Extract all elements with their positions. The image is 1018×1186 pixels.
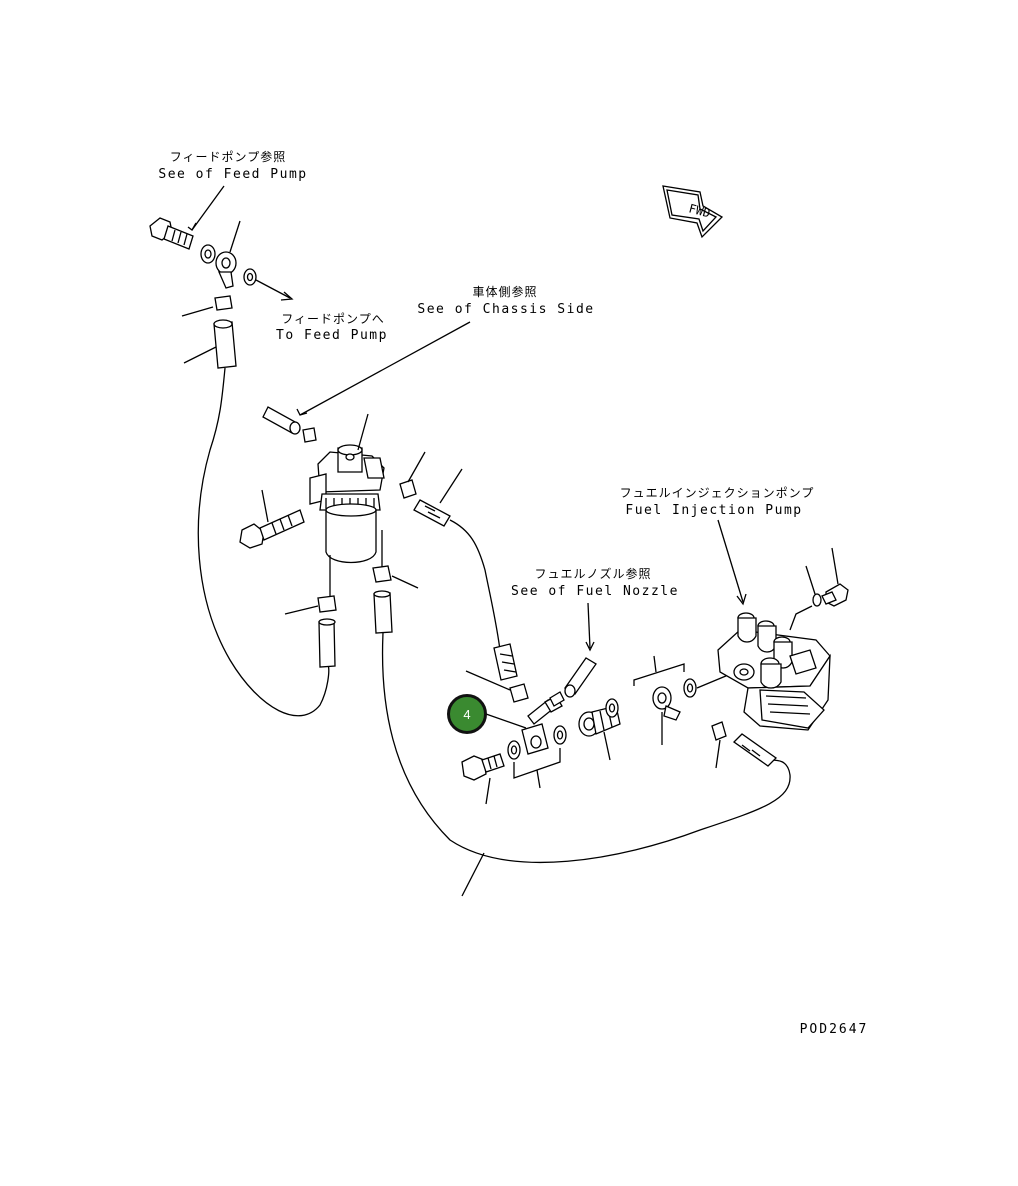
fuel-hose-long [381,632,791,864]
connector-injection-inlet [578,705,621,737]
label-injection-pump-en: Fuel Injection Pump [625,503,803,518]
hose-filter-out [413,499,451,527]
label-fuel-nozzle-jp: フュエルノズル参照 [534,567,652,581]
hose-clamp-left-bottom [317,595,337,613]
hose-top [213,321,237,369]
fwd-arrow-icon: FWD [662,185,724,239]
filter-mount-bolt [239,509,305,549]
hose-clamp-filter-bottom [372,565,392,583]
leader-callout-4 [485,713,527,729]
arrow-to-feed-pump [255,279,291,299]
fuel-injection-pump [717,612,831,731]
bolt-pump-top [821,583,849,607]
hose-clamp-filter-out [399,479,417,499]
hose-pump [732,733,778,767]
banjo-fitting-top [215,251,237,289]
banjo-bolt-nozzle [461,753,505,781]
label-chassis-jp: 車体側参照 [472,285,538,299]
label-chassis-en: See of Chassis Side [417,302,595,317]
leader-chassis [299,321,471,416]
label-feed-pump-jp: フィードポンプ参照 [169,150,287,164]
washer-pump-top [812,593,822,607]
fuel-hose-return [449,519,501,651]
label-fuel-nozzle-en: See of Fuel Nozzle [511,584,679,599]
drawing-number: POD2647 [799,1022,869,1037]
hose-clamp-pump [711,721,727,741]
leader-feed-pump [191,185,225,231]
hose-right-bottom [373,592,393,634]
fuel-filter [309,444,385,564]
label-to-feed-pump-en: To Feed Pump [276,328,388,343]
banjo-bolt-top [149,217,194,250]
label-injection-pump-jp: フュエルインジェクションポンプ [619,486,815,500]
callout-4[interactable]: 4 [447,694,487,734]
leader-injection-pump [717,519,744,603]
banjo-fitting-pump [652,686,681,721]
fwd-label: FWD [687,201,712,220]
leader-fuel-nozzle [587,602,591,649]
fuel-hose-left [197,367,330,717]
hose-left-bottom [318,620,336,668]
hose-clamp-top [214,295,233,311]
hose-clamp-nozzle [509,683,529,703]
label-feed-pump-en: See of Feed Pump [158,167,308,182]
hose-clamp-chassis [302,427,317,443]
label-to-feed-pump-jp: フィードポンプへ [281,312,385,326]
